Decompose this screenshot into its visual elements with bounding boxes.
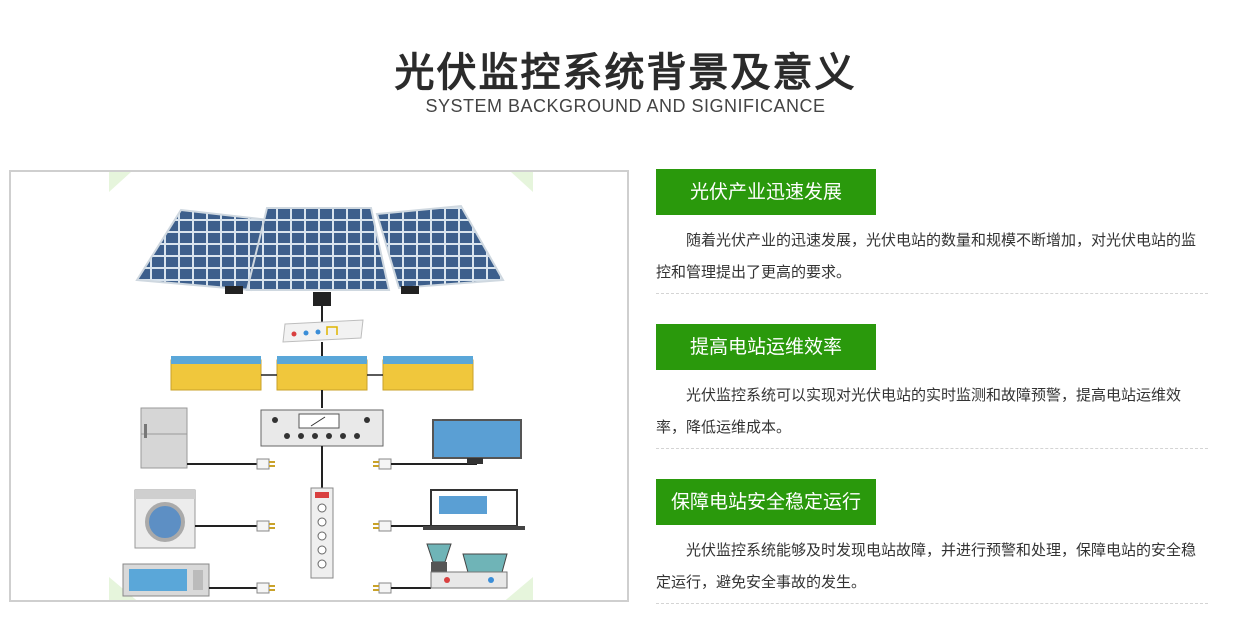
controller-icon [282, 319, 364, 358]
section-text: 光伏监控系统可以实现对光伏电站的实时监测和故障预警，提高电站运维效率，降低运维成… [656, 386, 1182, 436]
section-divider [656, 448, 1208, 449]
section-text: 光伏监控系统能够及时发现电站故障，并进行预警和处理，保障电站的安全稳定运行，避免… [656, 541, 1197, 591]
laptop-icon [423, 489, 525, 530]
section-heading: 提高电站运维效率 [656, 324, 876, 370]
washing-machine-icon [134, 489, 196, 549]
plug-icon [256, 458, 275, 594]
section-heading: 光伏产业迅速发展 [656, 169, 876, 215]
solar-system-illustration [9, 170, 629, 602]
section-divider [656, 293, 1208, 294]
inverter-icon [260, 409, 384, 488]
plug-icon [373, 458, 392, 594]
section-industry-growth: 光伏产业迅速发展 随着光伏产业的迅速发展，光伏电站的数量和规模不断增加，对光伏电… [656, 169, 1208, 288]
section-divider [656, 603, 1208, 604]
power-strip-icon [310, 487, 334, 579]
page-subtitle: SYSTEM BACKGROUND AND SIGNIFICANCE [425, 96, 826, 116]
section-om-efficiency: 提高电站运维效率 光伏监控系统可以实现对光伏电站的实时监测和故障预警，提高电站运… [656, 324, 1208, 443]
blender-icon [426, 543, 508, 589]
solar-panel-icon [135, 204, 505, 322]
page-title: 光伏监控系统背景及意义 [394, 50, 857, 96]
section-text: 随着光伏产业的迅速发展，光伏电站的数量和规模不断增加，对光伏电站的监控和管理提出… [656, 231, 1197, 281]
monitor-icon [432, 419, 522, 464]
fridge-icon [140, 407, 188, 469]
microwave-icon [122, 563, 210, 597]
battery-icon [170, 356, 474, 408]
section-heading: 保障电站安全稳定运行 [656, 479, 876, 525]
section-safe-operation: 保障电站安全稳定运行 光伏监控系统能够及时发现电站故障，并进行预警和处理，保障电… [656, 479, 1208, 598]
